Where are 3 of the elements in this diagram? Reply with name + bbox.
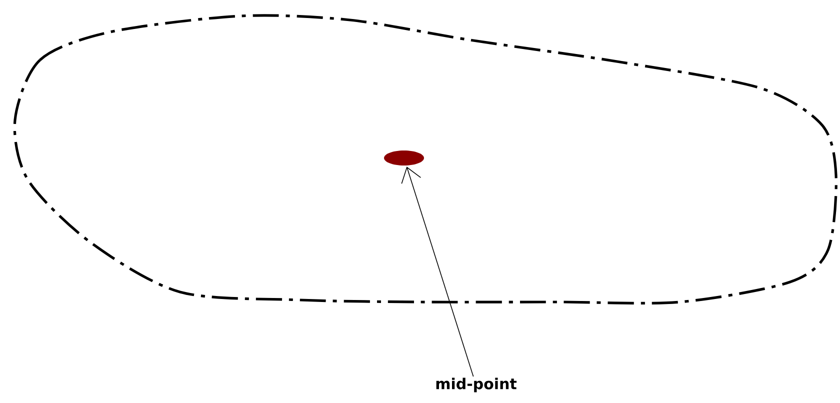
label-text: mid-point (436, 378, 517, 392)
arrow (401, 166, 474, 377)
dot (384, 150, 424, 166)
